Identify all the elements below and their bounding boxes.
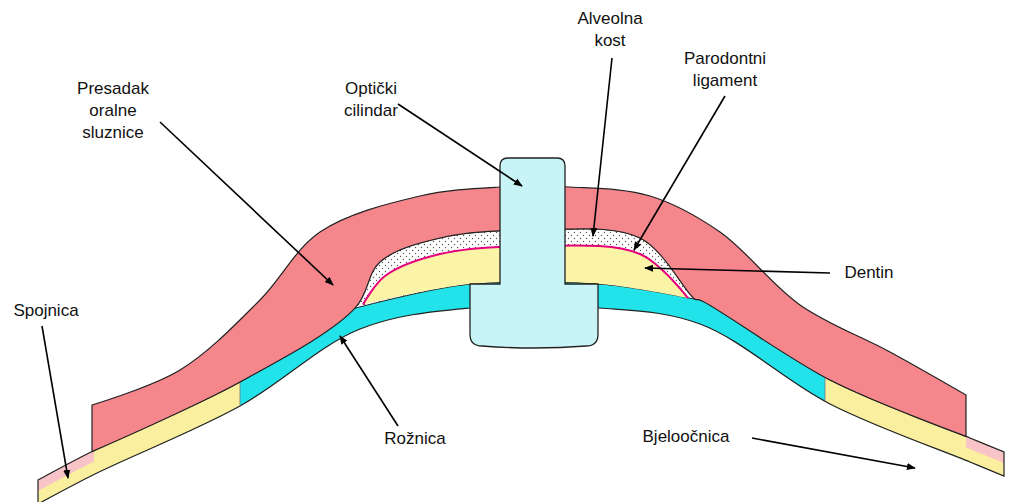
part-label: Dentin [834, 262, 904, 284]
part-label: Parodontni ligament [672, 48, 778, 92]
optical-cylinder [470, 158, 598, 348]
leader-line [634, 96, 725, 250]
part-label: Presadak oralne sluznice [64, 78, 162, 144]
part-label: Bjeloočnica [626, 426, 746, 448]
part-label: Alveolna kost [562, 8, 658, 52]
leader-line [593, 58, 612, 236]
leader-line [42, 326, 68, 478]
leader-line [752, 438, 915, 468]
leader-line [645, 268, 830, 273]
part-label: Optički cilindar [326, 78, 416, 122]
leader-line [160, 122, 333, 285]
layer-boundary [240, 382, 241, 406]
leader-line [340, 336, 398, 426]
leader-line [398, 104, 522, 186]
part-label: Spojnica [4, 300, 88, 322]
part-label: Rožnica [372, 428, 458, 450]
layer-boundary [825, 377, 826, 401]
